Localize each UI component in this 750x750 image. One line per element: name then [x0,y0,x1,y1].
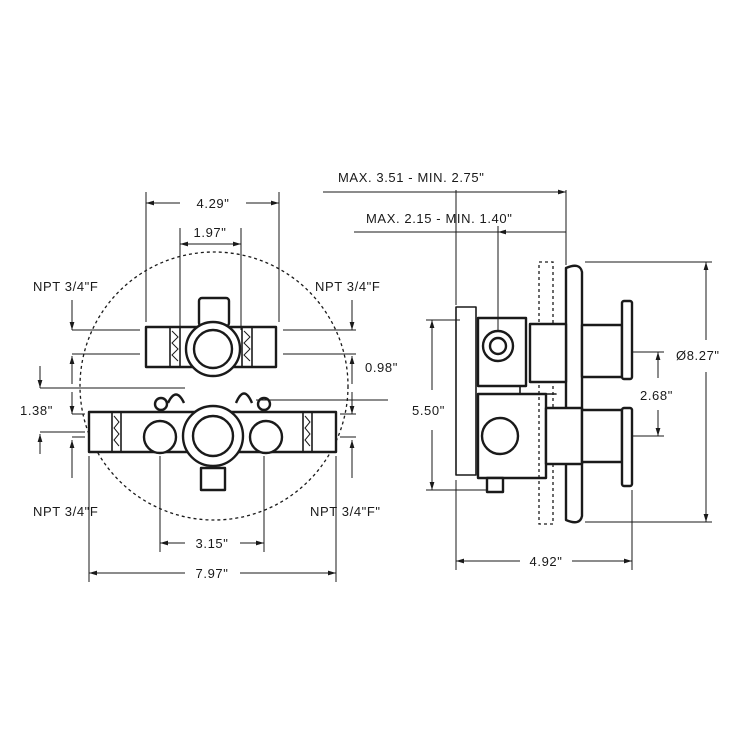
label-offset-right: 0.98" [365,360,398,375]
cover-plate [564,264,584,524]
label-npt-top-left: NPT 3/4"F [33,279,98,294]
lower-port-inner [191,414,235,458]
dim-width-bottom-inner: 3.15" [159,456,265,552]
label-offset-left: 1.38" [20,403,53,418]
label-width-bottom-inner: 3.15" [196,536,229,551]
side-view: MAX. 3.51 - MIN. 2.75" MAX. 2.15 - MIN. … [323,170,720,570]
dim-spacing: 2.68" [632,351,673,437]
upper-port-inner [192,328,234,370]
label-npt-bottom-right: NPT 3/4"F" [310,504,381,519]
label-max-min-inner: MAX. 2.15 - MIN. 1.40" [366,211,512,226]
lower-left-port [142,419,178,455]
dim-width-top: 4.29" [145,192,280,322]
lower-handle [580,408,624,464]
dim-offset-left: 1.38" [20,366,185,454]
label-npt-top-right: NPT 3/4"F [315,279,380,294]
dim-diameter: Ø8.27" [585,261,720,523]
label-depth: 4.92" [530,554,563,569]
label-width-inner: 1.97" [194,225,227,240]
label-width-overall: 7.97" [196,566,229,581]
dim-depth: 4.92" [455,480,633,570]
backing-plate-outline [538,261,554,525]
label-width-top: 4.29" [197,196,230,211]
dim-height-body: 5.50" [412,319,486,491]
label-diameter: Ø8.27" [676,348,720,363]
lower-stem [199,466,227,492]
dim-max-min-inner: MAX. 2.15 - MIN. 1.40" [354,211,566,330]
lower-valve-body [87,392,338,492]
dim-width-inner: 1.97" [179,225,242,330]
wall-section [455,306,477,476]
trim-outline-circle [79,251,349,521]
dim-offset-right: 0.98" [256,360,398,401]
front-view: 4.29" 1.97" NPT 3/4"F NPT 3/4"F 0.98" [20,192,398,582]
dim-max-min-outer: MAX. 3.51 - MIN. 2.75" [323,170,567,305]
label-max-min-outer: MAX. 3.51 - MIN. 2.75" [338,170,484,185]
upper-valve-body [144,296,278,378]
dim-width-overall: 7.97" [88,456,337,582]
lower-right-port [248,419,284,455]
label-spacing: 2.68" [640,388,673,403]
upper-handle [580,323,624,379]
label-height-body: 5.50" [412,403,445,418]
label-npt-bottom-left: NPT 3/4"F [33,504,98,519]
